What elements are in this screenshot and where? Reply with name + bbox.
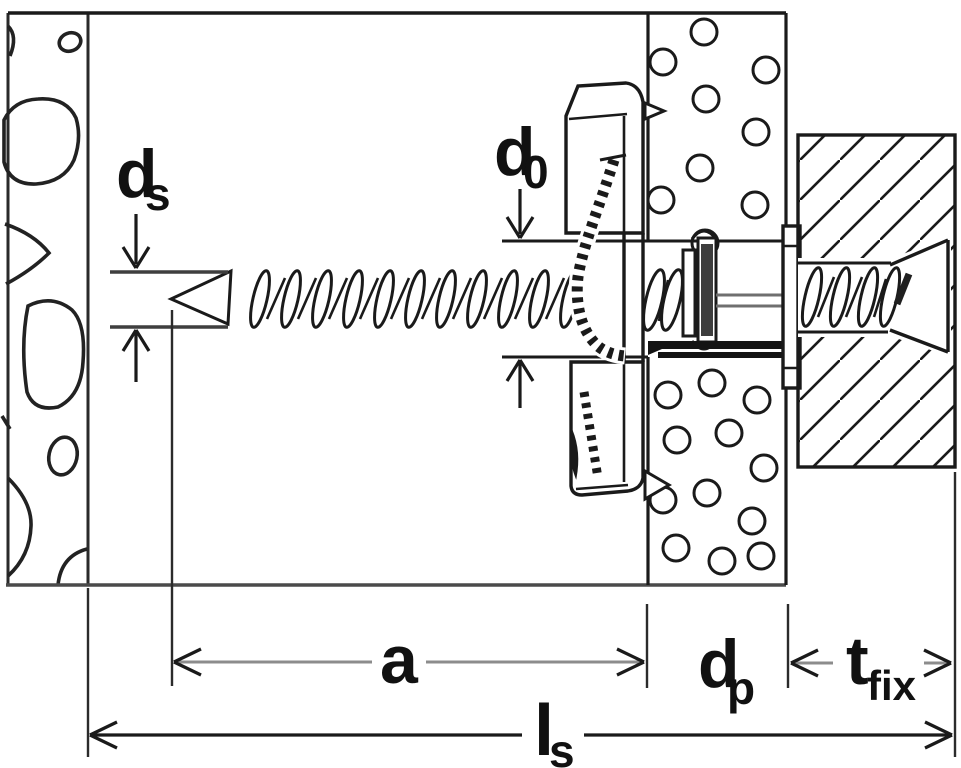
- toggle-anchor: [564, 81, 672, 502]
- screw-thread-mid: [642, 268, 684, 332]
- screw: [167, 268, 581, 329]
- screw-thread: [249, 269, 581, 329]
- screw-head: [889, 238, 950, 354]
- screw-thread-flanks: [265, 277, 566, 320]
- toggle-wedge: [569, 428, 579, 480]
- anchor-strap-upper: [648, 341, 798, 355]
- label-anchorage-length: a: [380, 622, 419, 698]
- panel-perforation-dots: [646, 17, 781, 576]
- anchor-sleeve: [648, 224, 802, 390]
- dimension-screw-length: l s: [86, 588, 953, 768]
- toggle-tooth-bottom: [643, 468, 672, 502]
- screw-drive-recess: [893, 272, 913, 306]
- toggle-bottom-wing: [569, 360, 645, 497]
- anchor-strap-lower: [658, 352, 798, 358]
- dimension-fixture-thickness: t fix: [790, 472, 957, 757]
- toggle-screw-channel: [571, 158, 626, 362]
- label-screw-diameter: d s: [116, 136, 171, 220]
- dimension-anchorage-length: a: [170, 310, 649, 698]
- dimension-panel-thickness: d p: [698, 604, 790, 714]
- wall-pore-blobs: [0, 24, 88, 586]
- sleeve-ring-a: [681, 248, 697, 338]
- dimension-drill-diameter: d 0: [494, 114, 549, 408]
- toggle-hub: [622, 233, 645, 362]
- screw-thread-in-fixture: [800, 266, 902, 328]
- label-drill-diameter: d 0: [494, 114, 549, 198]
- label-panel-thickness: d p: [698, 626, 755, 714]
- screw-tip: [167, 268, 233, 327]
- label-fixture-thickness: t fix: [846, 623, 917, 709]
- perforated-panel: [646, 13, 788, 585]
- toggle-tooth-top: [643, 100, 668, 122]
- fixture-block: [796, 133, 957, 469]
- solid-wall-section: [0, 13, 90, 586]
- label-screw-length: l s: [534, 691, 575, 768]
- dimension-screw-diameter: d s: [110, 136, 228, 382]
